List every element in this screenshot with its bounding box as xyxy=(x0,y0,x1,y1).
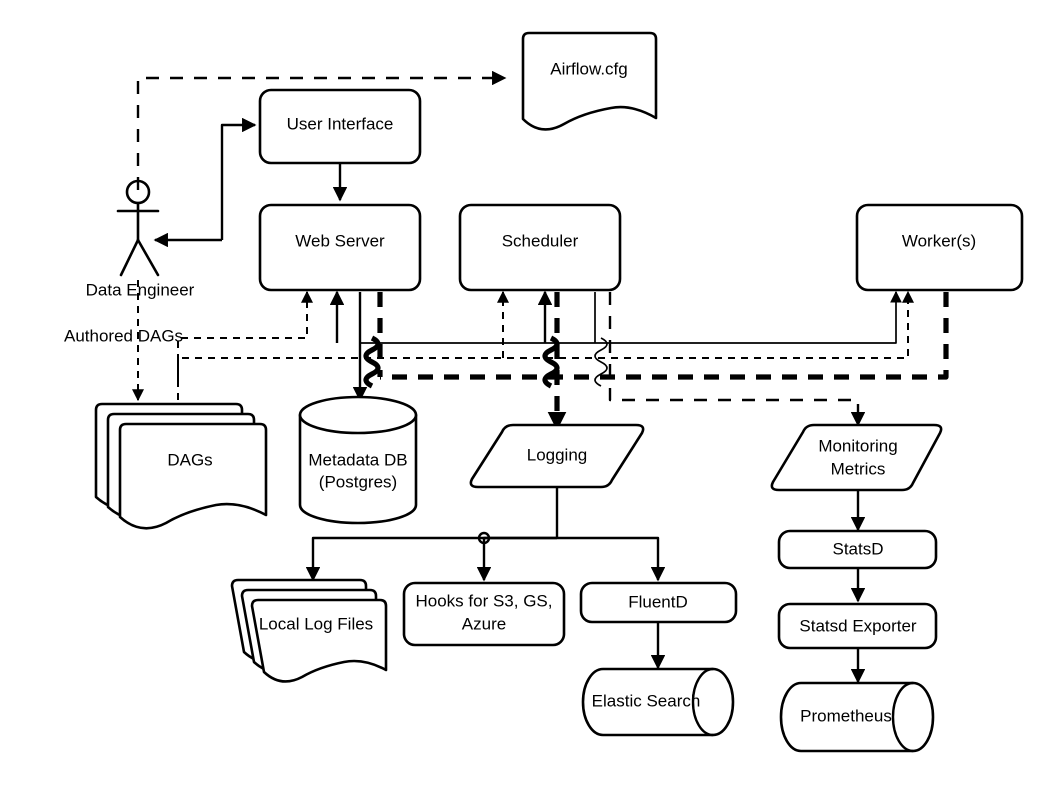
node-airflow-cfg: Airflow.cfg xyxy=(521,31,658,131)
dags-label: DAGs xyxy=(167,450,212,469)
node-web-server: Web Server xyxy=(258,203,422,292)
node-data-engineer: Data Engineer xyxy=(86,179,195,299)
node-scheduler: Scheduler xyxy=(458,203,622,292)
monitoring-parallelogram-shape xyxy=(770,423,943,492)
statsd-exporter-label: Statsd Exporter xyxy=(799,616,917,635)
edge-logging-bus-bold xyxy=(380,292,949,380)
authored-dags-label: Authored DAGs xyxy=(64,326,183,345)
local-logs-document-front-shape xyxy=(250,598,388,683)
node-elastic-search: Elastic Search xyxy=(581,667,735,737)
edge-logging-to-fluentd xyxy=(557,536,666,582)
node-prometheus: Prometheus xyxy=(779,681,935,753)
fluentd-box xyxy=(579,581,738,624)
monitoring-label-line2: Metrics xyxy=(831,459,886,478)
airflow-cfg-document-shape xyxy=(521,31,658,131)
node-user-interface: User Interface xyxy=(258,88,422,165)
logging-label: Logging xyxy=(527,445,588,464)
edge-worker-to-monitoring xyxy=(608,292,866,427)
edge-webserver-to-engineer xyxy=(220,117,257,240)
statsd-box xyxy=(777,529,938,570)
prometheus-cylinder-cap xyxy=(891,681,915,753)
node-fluentd: FluentD xyxy=(579,581,738,624)
web-server-label: Web Server xyxy=(295,231,385,250)
metadata-db-label-line2: (Postgres) xyxy=(319,472,397,491)
local-log-files-label: Local Log Files xyxy=(259,614,373,633)
metadata-db-label-line1: Metadata DB xyxy=(308,450,407,469)
dags-document-front-shape xyxy=(118,422,268,530)
prometheus-label: Prometheus xyxy=(800,706,892,725)
node-statsd: StatsD xyxy=(777,529,938,570)
fluentd-label: FluentD xyxy=(628,592,688,611)
data-engineer-label: Data Engineer xyxy=(86,280,195,299)
node-workers: Worker(s) xyxy=(855,203,1024,292)
node-metadata-db: Metadata DB (Postgres) xyxy=(298,395,418,525)
line-jump-scheduler-b xyxy=(594,337,608,387)
edge-dags-bus-dashed xyxy=(177,290,914,380)
edge-metadb-bus-solid xyxy=(360,290,902,344)
node-hooks: Hooks for S3, GS, Azure xyxy=(402,581,566,647)
line-junction-dot xyxy=(477,531,491,545)
workers-box xyxy=(855,203,1024,292)
hooks-label-line1: Hooks for S3, GS, xyxy=(416,591,553,610)
node-local-log-files: Local Log Files xyxy=(230,578,388,683)
elastic-search-label: Elastic Search xyxy=(592,691,701,710)
airflow-cfg-label: Airflow.cfg xyxy=(550,59,627,78)
actor-leg-right-line xyxy=(136,238,160,277)
edge-logging-to-hooks xyxy=(476,536,557,582)
edge-dags-to-webserver xyxy=(177,290,313,400)
scheduler-box xyxy=(458,203,622,292)
workers-label: Worker(s) xyxy=(902,231,976,250)
edge-logging-to-local-logs xyxy=(305,536,557,582)
logging-parallelogram-shape xyxy=(469,423,645,489)
user-interface-label: User Interface xyxy=(287,114,394,133)
line-jump-webserver xyxy=(363,335,381,389)
scheduler-label: Scheduler xyxy=(502,231,579,250)
user-interface-box xyxy=(258,88,422,165)
hooks-label-line2: Azure xyxy=(462,614,506,633)
statsd-label: StatsD xyxy=(832,539,883,558)
node-statsd-exporter: Statsd Exporter xyxy=(777,602,938,650)
web-server-box xyxy=(258,203,422,292)
metadata-db-cylinder-top xyxy=(298,395,418,435)
node-monitoring-metrics: Monitoring Metrics xyxy=(770,423,943,492)
metadata-db-cylinder-body xyxy=(298,413,418,525)
hooks-box xyxy=(402,581,566,647)
statsd-exporter-box xyxy=(777,602,938,650)
node-logging: Logging xyxy=(469,423,645,489)
node-dags: DAGs xyxy=(94,402,268,530)
actor-leg-left-line xyxy=(119,238,140,277)
elastic-search-cylinder-cap xyxy=(691,667,715,737)
monitoring-label-line1: Monitoring xyxy=(818,436,897,455)
